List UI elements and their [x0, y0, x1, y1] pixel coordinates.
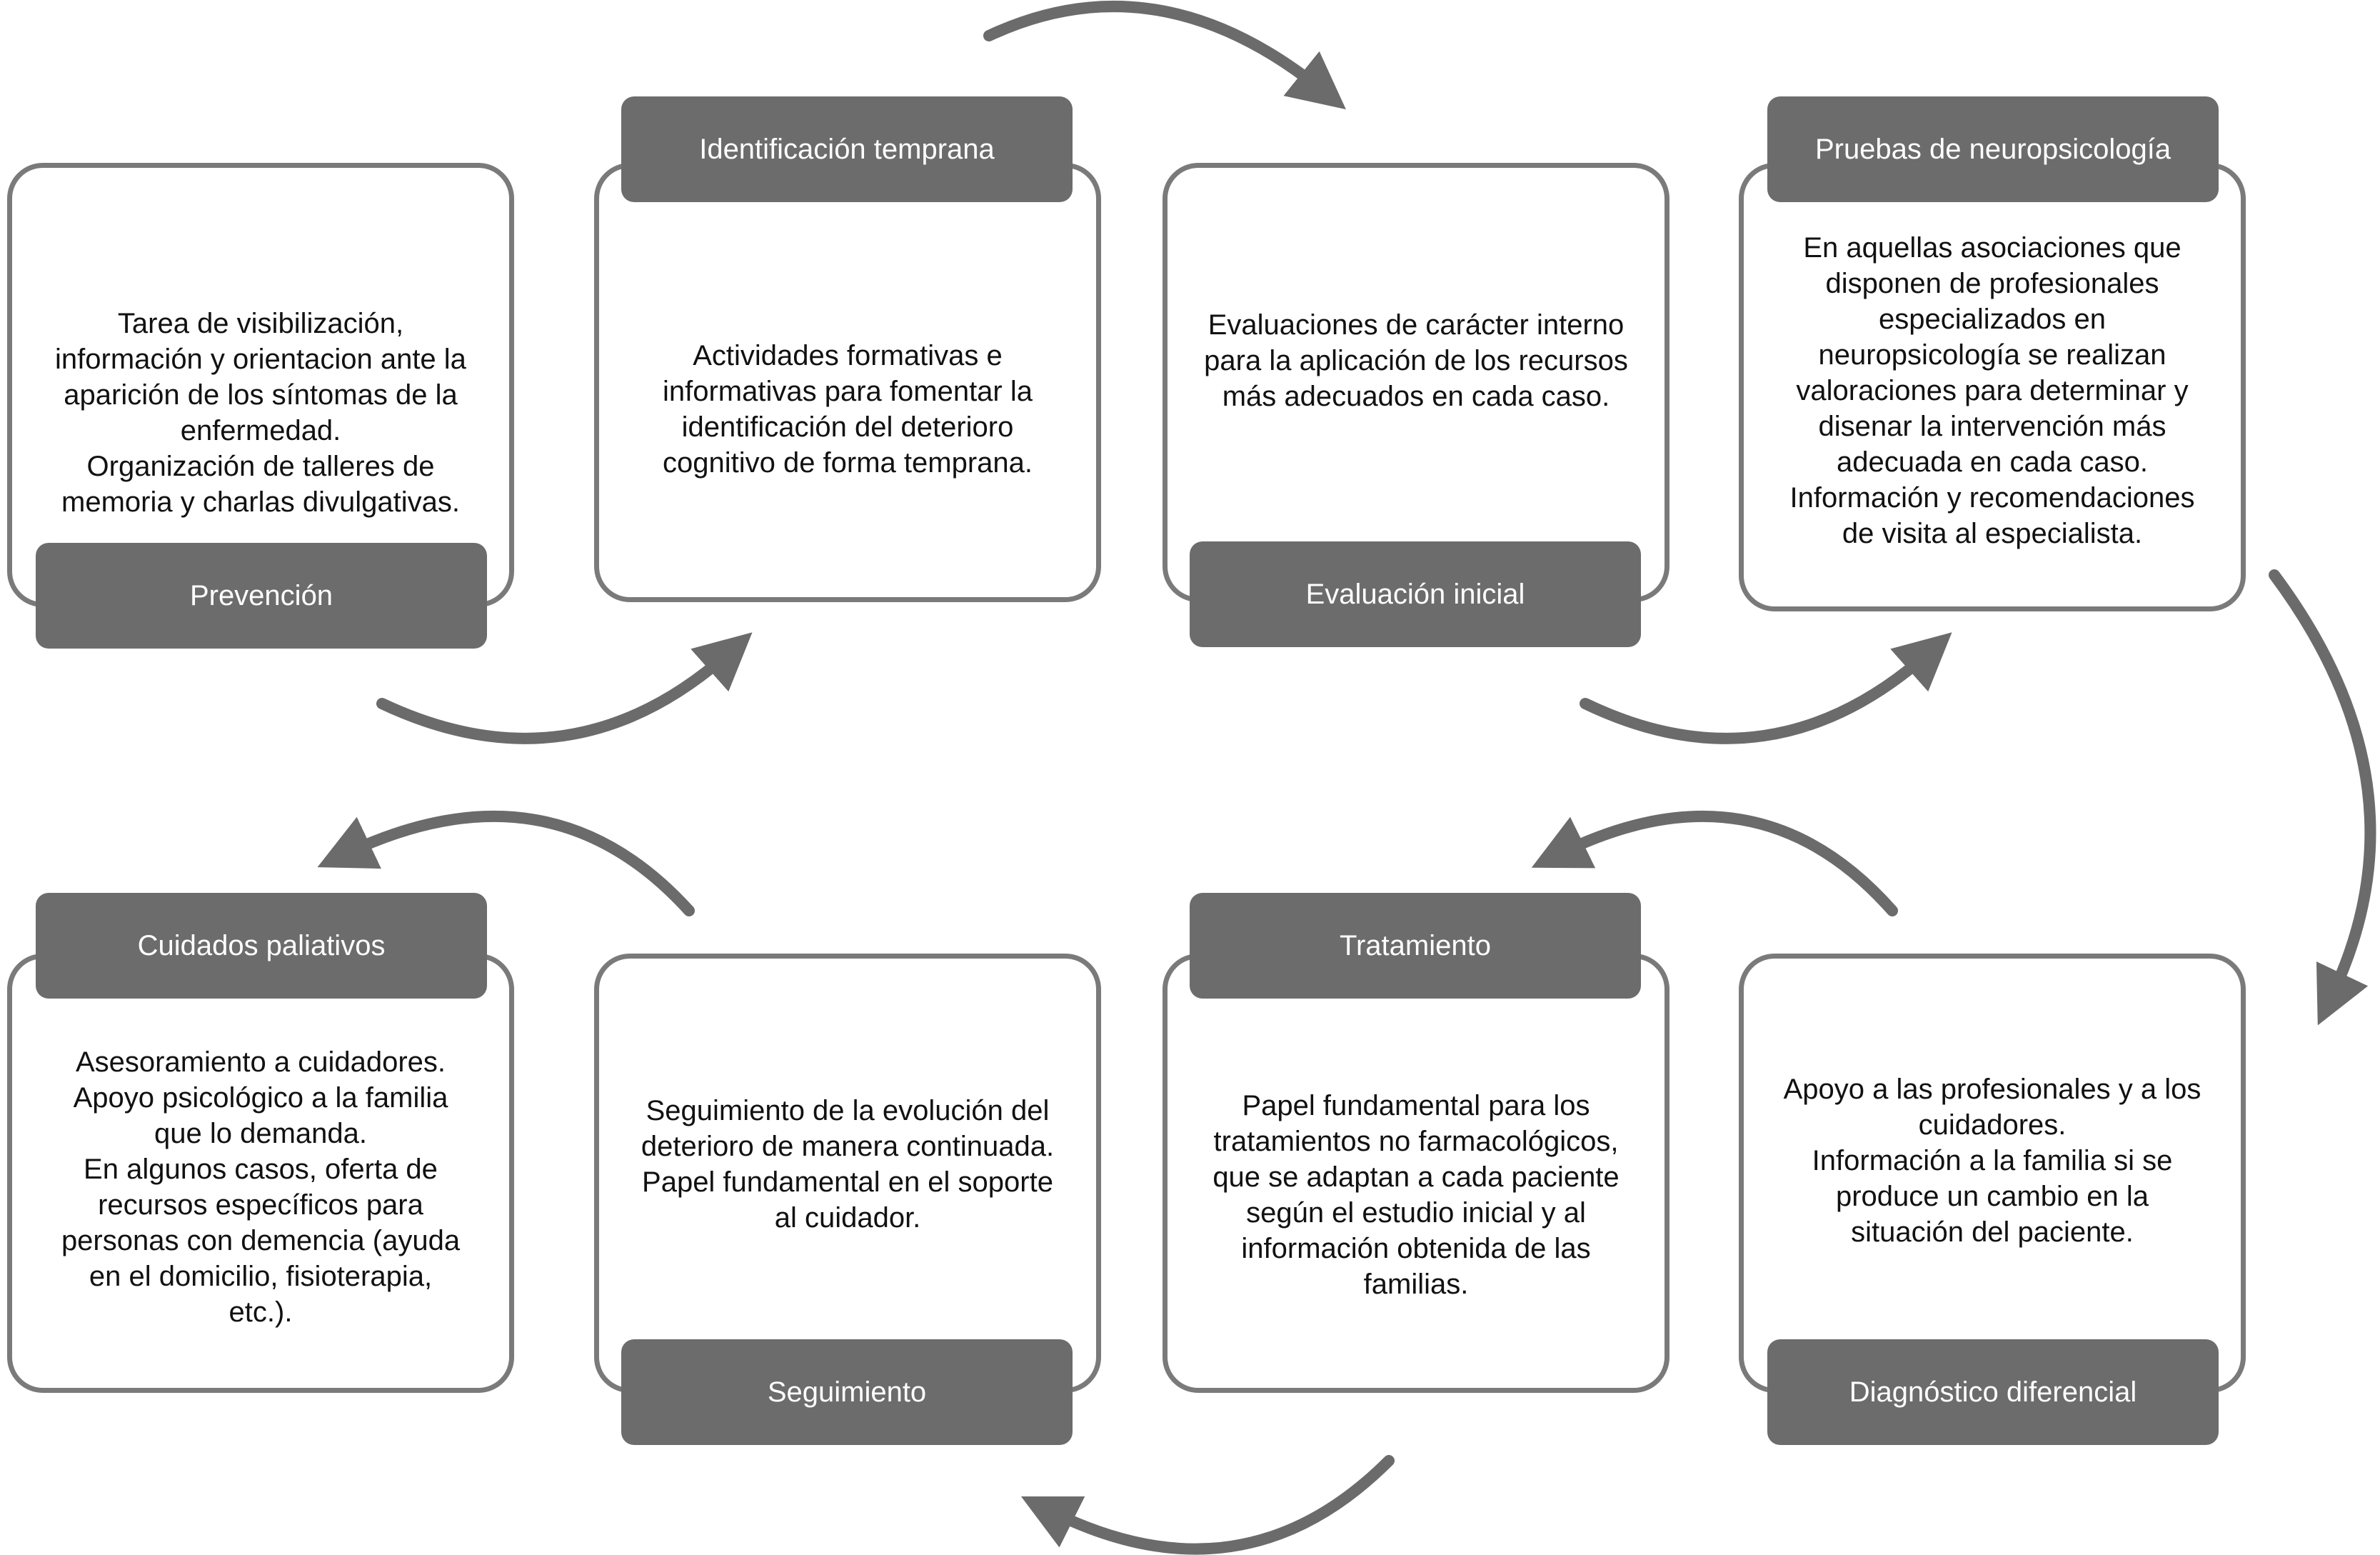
stage-title-identificacion-temprana: Identificación temprana	[621, 96, 1073, 202]
stage-text-pruebas-neuropsicologia: En aquellas asociaciones que disponen de…	[1789, 232, 2195, 549]
arrow-bottom-6-7	[1020, 1455, 1395, 1555]
stage-title-evaluacion-inicial: Evaluación inicial	[1190, 541, 1641, 647]
stage-title-diagnostico-diferencial: Diagnóstico diferencial	[1767, 1339, 2219, 1445]
stage-card-evaluacion-inicial	[1163, 163, 1669, 602]
stage-title-pruebas-neuropsicologia: Pruebas de neuropsicología	[1767, 96, 2219, 202]
stage-text-prevencion: Tarea de visibilización, información y o…	[55, 308, 466, 518]
arrow-bottom-5-6	[1531, 810, 1898, 916]
stage-text-cuidados-paliativos: Asesoramiento a cuidadores. Apoyo psicol…	[61, 1046, 461, 1328]
arrow-top-3-4	[1580, 632, 1952, 744]
stage-title-tratamiento: Tratamiento	[1190, 893, 1641, 999]
stage-card-diagnostico-diferencial	[1739, 954, 2246, 1393]
stage-card-cuidados-paliativos	[7, 954, 514, 1393]
arrow-top-1-2	[376, 632, 753, 744]
stage-card-seguimiento	[594, 954, 1101, 1393]
stage-title-cuidados-paliativos: Cuidados paliativos	[36, 893, 487, 999]
stage-title-prevencion: Prevención	[36, 543, 487, 649]
stage-text-identificacion-temprana: Actividades formativas e informativas pa…	[662, 340, 1033, 479]
arrow-top-2-3	[983, 1, 1346, 110]
arrow-bottom-7-8	[317, 810, 695, 916]
arrow-right-down	[2269, 569, 2376, 1026]
stage-card-tratamiento	[1163, 954, 1669, 1393]
stage-text-seguimiento: Seguimiento de la evolución del deterior…	[641, 1095, 1055, 1234]
stage-title-seguimiento: Seguimiento	[621, 1339, 1073, 1445]
stage-text-evaluacion-inicial: Evaluaciones de carácter interno para la…	[1204, 309, 1628, 412]
stage-card-identificacion-temprana	[594, 163, 1101, 602]
stage-card-prevencion	[7, 163, 514, 607]
stage-text-tratamiento: Papel fundamental para los tratamientos …	[1212, 1090, 1620, 1300]
stage-text-diagnostico-diferencial: Apoyo a las profesionales y a los cuidad…	[1783, 1074, 2201, 1248]
